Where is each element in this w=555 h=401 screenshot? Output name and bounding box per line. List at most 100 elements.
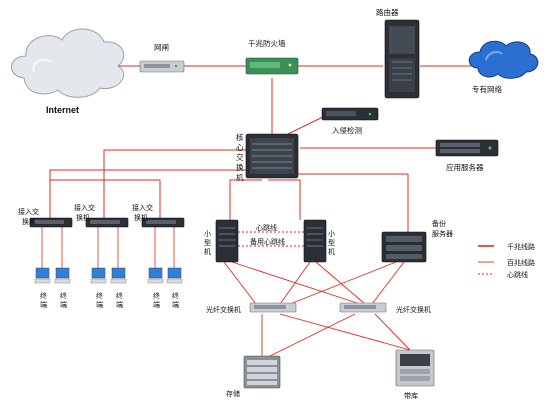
app-server-icon <box>435 139 499 157</box>
tape-library-icon <box>395 349 435 387</box>
access-switch-1-label-a: 接入交 <box>18 207 39 216</box>
app-server-label: 应用服务器 <box>446 162 484 172</box>
terminal-icon <box>34 267 51 284</box>
backup-heartbeat-label: 备用心跳线 <box>250 237 285 246</box>
legend: 千兆线路 百兆线路 心跳线 <box>478 242 535 279</box>
terminal-icon <box>110 267 127 284</box>
terminal-label: 端 <box>153 300 160 309</box>
link-core-access3 <box>104 179 161 220</box>
minicomputer-1-icon <box>215 219 239 263</box>
tape-label: 带库 <box>404 391 418 400</box>
backup-server-label-b: 服务器 <box>432 229 453 238</box>
core-switch-label-3: 交 <box>236 152 244 162</box>
fiber-switch-2-label: 光纤交换机 <box>396 305 431 314</box>
legend-item: 心跳线 <box>478 270 528 279</box>
access-switch-2-icon <box>85 217 129 228</box>
legend-label-gigabit: 千兆线路 <box>507 242 535 251</box>
access-switch-3-label-a: 接入交 <box>132 203 153 212</box>
router-label: 路由器 <box>376 7 399 17</box>
terminal-label: 终 <box>60 291 67 300</box>
terminal-label: 终 <box>96 291 103 300</box>
access-switch-3-label-b: 换机 <box>134 213 148 222</box>
terminal-label: 端 <box>116 300 123 309</box>
fiber-switch-2-icon <box>339 302 387 313</box>
firewall-label: 千兆防火墙 <box>248 38 286 48</box>
minicomputer-2-label-b: 型 <box>328 238 335 247</box>
terminal-label: 端 <box>96 300 103 309</box>
gateway-device-icon <box>139 60 185 73</box>
minicomputer-1-label-b: 型 <box>204 238 211 247</box>
ids-label: 入侵检测 <box>332 125 362 135</box>
link-mini2-fs2 <box>315 261 366 305</box>
terminal-label: 端 <box>172 300 179 309</box>
legend-label-heartbeat: 心跳线 <box>507 270 528 279</box>
core-switch-label-1: 核 <box>236 132 244 142</box>
legend-item: 百兆线路 <box>478 258 535 267</box>
core-switch-label: 核 心 交 换 机 <box>236 132 244 182</box>
storage-device-icon <box>243 355 281 389</box>
link-ids-core <box>287 115 326 135</box>
fiber-switch-1-label: 光纤交换机 <box>206 305 241 314</box>
access-switch-3-icon <box>141 217 185 228</box>
firewall-device-icon <box>245 57 299 75</box>
access-switch-2-label: 接入交 换机 <box>74 203 95 222</box>
link-fs2-storage <box>269 313 356 357</box>
core-switch-label-4: 换 <box>236 162 244 172</box>
router-device-icon <box>384 19 420 99</box>
legend-item: 千兆线路 <box>478 242 535 251</box>
terminals <box>34 267 183 284</box>
minicomputer-2-label-a: 小 <box>328 229 335 238</box>
link-mini1-fs2 <box>231 261 361 305</box>
terminal-icon <box>147 267 164 284</box>
gateway-label: 网闸 <box>154 43 169 52</box>
terminal-label: 终 <box>40 291 47 300</box>
link-core-mini2 <box>268 179 301 220</box>
access-switch-3-label: 接入交 换机 <box>132 203 153 222</box>
link-core-access-bus <box>103 149 246 222</box>
link-backup-fs1 <box>289 261 397 305</box>
terminal-icon <box>90 267 107 284</box>
backup-server-icon <box>381 231 427 263</box>
internet-label: Internet <box>46 105 79 115</box>
core-switch-label-2: 心 <box>236 143 244 152</box>
ids-device-icon <box>321 107 379 121</box>
core-switch-icon <box>245 133 299 179</box>
storage-label: 存储 <box>226 389 240 398</box>
core-switch-label-5: 机 <box>236 172 244 182</box>
terminal-icon <box>166 267 183 284</box>
internet-cloud-icon <box>11 28 125 98</box>
terminal-label: 终 <box>153 291 160 300</box>
minicomputer-1-label-a: 小 <box>204 229 211 238</box>
link-core-access1 <box>49 169 246 220</box>
links <box>41 65 475 357</box>
access-switch-2-label-b: 换机 <box>76 213 90 222</box>
link-mini1-fs1 <box>223 261 257 305</box>
terminal-label: 端 <box>60 300 67 309</box>
link-fs1-tape <box>279 313 411 351</box>
legend-label-100m: 百兆线路 <box>507 258 535 267</box>
access-switch-1-icon <box>29 217 73 228</box>
backup-server-label: 备份 服务器 <box>432 219 453 238</box>
link-core-mini1 <box>229 179 262 220</box>
access-switch-1-label-b: 换机 <box>22 217 36 226</box>
private-network-cloud-icon <box>468 40 539 79</box>
terminal-labels: 终 端 终 端 终 端 终 端 终 端 终 端 <box>40 291 179 309</box>
private-network-label: 专有网络 <box>472 84 502 94</box>
access-switch-1-label: 接入交 换机 <box>18 207 39 226</box>
fiber-switch-1-icon <box>249 302 297 313</box>
link-fs2-tape <box>374 313 411 351</box>
minicomputer-2-icon <box>303 219 327 263</box>
terminal-icon <box>54 267 71 284</box>
terminal-label: 终 <box>116 291 123 300</box>
backup-server-label-a: 备份 <box>432 219 446 228</box>
minicomputer-2-label-c: 机 <box>328 247 335 256</box>
minicomputer-1-label: 小 型 机 <box>204 229 211 256</box>
heartbeat-label: 心跳线 <box>256 223 277 232</box>
access-switch-2-label-a: 接入交 <box>74 203 95 212</box>
terminal-label: 端 <box>40 300 47 309</box>
minicomputer-2-label: 小 型 机 <box>328 229 335 256</box>
link-core-backup <box>290 173 409 232</box>
link-backup-fs2 <box>371 261 405 305</box>
